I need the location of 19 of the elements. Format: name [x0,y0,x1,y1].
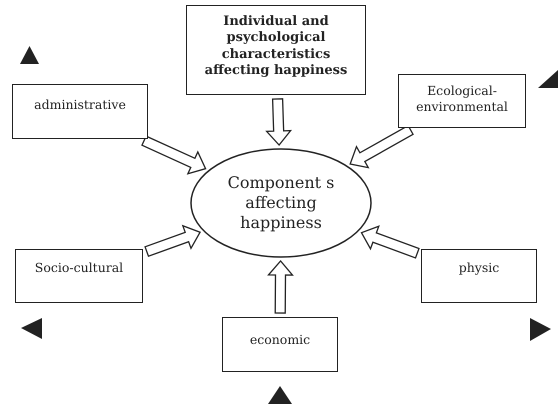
node-label: administrative [34,97,126,113]
node-label: Individual and psychological characteristics affecting happiness [204,14,348,79]
block-arrow [360,225,420,259]
process-box [186,5,366,95]
node-label: economic [250,332,310,348]
block-arrow [141,135,206,175]
node-label: physic [458,260,500,276]
process-box [222,317,338,372]
node-label: Ecological-environmental [415,83,509,114]
node-label: Socio-cultural [34,260,124,276]
process-box [15,249,143,303]
node-label: Component s affecting happiness [226,173,336,233]
process-box [398,74,526,128]
ellipse-node [190,148,372,258]
block-arrow [144,224,202,258]
process-box [421,249,537,303]
block-arrow [267,260,294,314]
block-arrow [265,98,292,146]
process-box [12,84,148,139]
